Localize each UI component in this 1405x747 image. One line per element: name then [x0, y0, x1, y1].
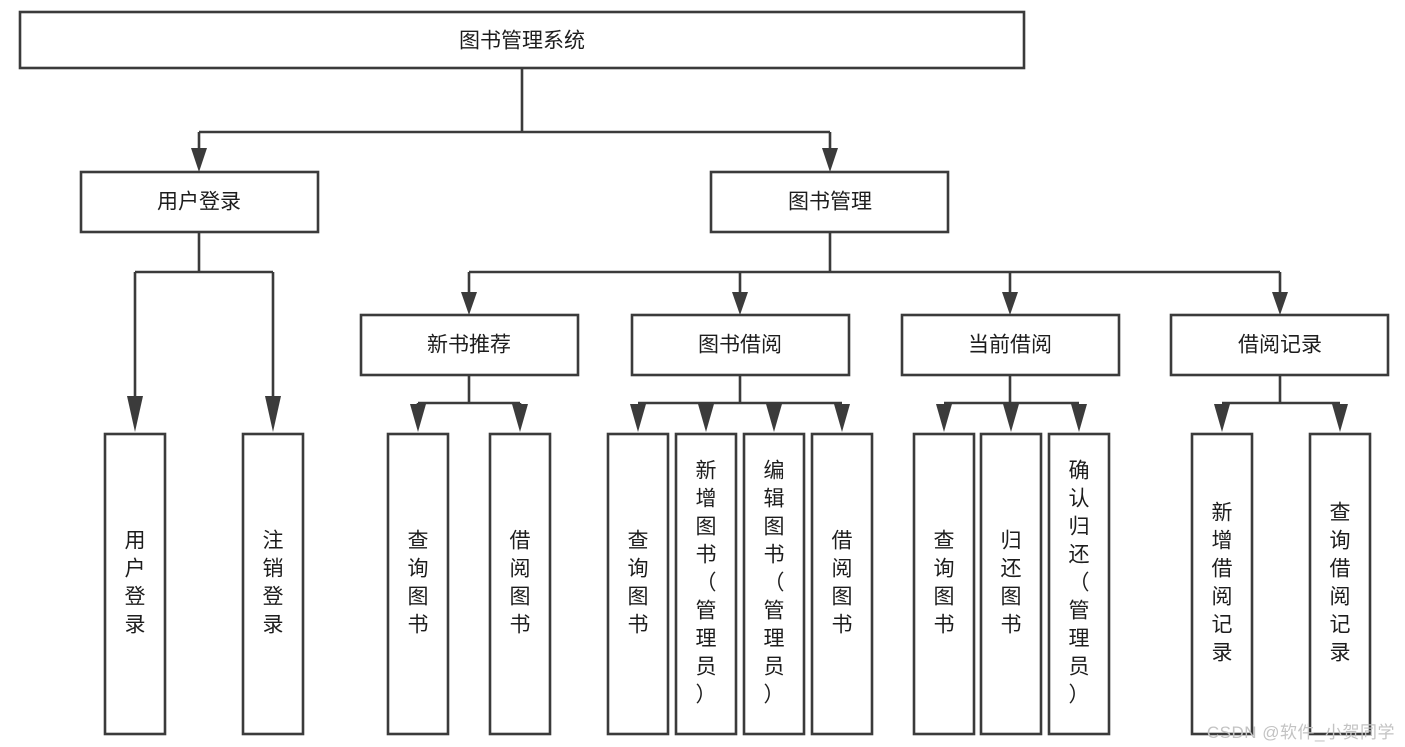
arrow-head-leaf-confirm-return-admin — [1071, 404, 1087, 432]
node-leaf-add-book-admin-label: 新增图书（管理员） — [696, 460, 717, 707]
connector-group-book-management-to-level3 — [461, 232, 1288, 315]
connector-group-borrow-record-to-leaves — [1214, 375, 1348, 432]
node-new-book-recommend-box[interactable] — [359, 313, 580, 377]
node-leaf-confirm-return-admin[interactable]: 确认归还（管理员） — [1047, 432, 1111, 736]
node-user-login-label: 用户登录 — [157, 191, 241, 214]
node-leaf-add-book-admin-box[interactable] — [674, 432, 738, 736]
connector-group-user-login-to-leaves — [127, 232, 281, 432]
node-new-book-recommend[interactable]: 新书推荐 — [359, 313, 580, 377]
node-leaf-borrow-book-1-box[interactable] — [488, 432, 552, 736]
node-leaf-confirm-return-admin-label: 确认归还（管理员） — [1069, 460, 1090, 707]
node-leaf-borrow-book-2-label: 借阅图书 — [832, 530, 853, 637]
node-leaf-logout-login[interactable]: 注销登录 — [241, 432, 305, 736]
node-leaf-query-book-1-box[interactable] — [386, 432, 450, 736]
node-current-borrow-box[interactable] — [900, 313, 1121, 377]
node-leaf-user-login[interactable]: 用户登录 — [103, 432, 167, 736]
node-leaf-query-book-3-box[interactable] — [912, 432, 976, 736]
connector-group-new-book-recommend-to-leaves — [410, 375, 528, 432]
node-root[interactable]: 图书管理系统 — [18, 10, 1026, 70]
node-leaf-return-book-box[interactable] — [979, 432, 1043, 736]
node-leaf-confirm-return-admin-box[interactable] — [1047, 432, 1111, 736]
connector-group-current-borrow-to-leaves — [936, 375, 1087, 432]
arrow-head-leaf-add-book-admin — [698, 404, 714, 432]
arrow-head-book-borrow — [732, 292, 748, 315]
arrow-head-book-management — [822, 148, 838, 172]
arrow-head-leaf-logout-login — [265, 396, 281, 432]
node-leaf-return-book-label: 归还图书 — [1001, 530, 1022, 637]
node-borrow-record-label: 借阅记录 — [1238, 334, 1322, 357]
node-leaf-return-book[interactable]: 归还图书 — [979, 432, 1043, 736]
node-leaf-query-book-1[interactable]: 查询图书 — [386, 432, 450, 736]
node-leaf-query-book-2-box[interactable] — [606, 432, 670, 736]
node-leaf-logout-login-box[interactable] — [241, 432, 305, 736]
node-leaf-add-borrow-record-label: 新增借阅记录 — [1212, 502, 1233, 665]
node-leaf-edit-book-admin-label: 编辑图书（管理员） — [764, 460, 785, 707]
node-book-borrow-label: 图书借阅 — [698, 334, 782, 357]
node-leaf-query-book-3-label: 查询图书 — [934, 530, 955, 637]
arrow-head-current-borrow — [1002, 292, 1018, 315]
node-leaf-borrow-book-1-label: 借阅图书 — [510, 530, 531, 637]
arrow-head-leaf-borrow-book-1 — [512, 404, 528, 432]
node-user-login[interactable]: 用户登录 — [79, 170, 320, 234]
node-leaf-user-login-label: 用户登录 — [125, 530, 146, 637]
arrow-head-leaf-borrow-book-2 — [834, 404, 850, 432]
node-leaf-query-borrow-record-label: 查询借阅记录 — [1330, 502, 1351, 665]
connector-group-root-to-level2 — [191, 68, 838, 172]
arrow-head-leaf-user-login — [127, 396, 143, 432]
node-leaf-add-borrow-record[interactable]: 新增借阅记录 — [1190, 432, 1254, 736]
node-leaf-query-borrow-record[interactable]: 查询借阅记录 — [1308, 432, 1372, 736]
node-leaf-edit-book-admin[interactable]: 编辑图书（管理员） — [742, 432, 806, 736]
node-leaf-query-book-2-label: 查询图书 — [628, 530, 649, 637]
node-root-label: 图书管理系统 — [459, 30, 585, 53]
node-leaf-query-borrow-record-box[interactable] — [1308, 432, 1372, 736]
node-leaf-user-login-box[interactable] — [103, 432, 167, 736]
arrow-head-leaf-query-book-1 — [410, 404, 426, 432]
node-leaf-borrow-book-2-box[interactable] — [810, 432, 874, 736]
arrow-head-leaf-add-borrow-record — [1214, 404, 1230, 432]
node-leaf-borrow-book-1[interactable]: 借阅图书 — [488, 432, 552, 736]
node-book-management-box[interactable] — [709, 170, 950, 234]
node-leaf-add-book-admin[interactable]: 新增图书（管理员） — [674, 432, 738, 736]
arrow-head-leaf-query-book-2 — [630, 404, 646, 432]
node-current-borrow[interactable]: 当前借阅 — [900, 313, 1121, 377]
node-new-book-recommend-label: 新书推荐 — [427, 334, 511, 357]
connector-group-book-borrow-to-leaves — [630, 375, 850, 432]
arrow-head-leaf-query-book-3 — [936, 404, 952, 432]
node-leaf-borrow-book-2[interactable]: 借阅图书 — [810, 432, 874, 736]
arrow-head-user-login — [191, 148, 207, 172]
node-leaf-add-borrow-record-box[interactable] — [1190, 432, 1254, 736]
arrow-head-leaf-edit-book-admin — [766, 404, 782, 432]
arrow-head-leaf-return-book — [1003, 404, 1019, 432]
arrow-head-new-book-recommend — [461, 292, 477, 315]
arrow-head-leaf-query-borrow-record — [1332, 404, 1348, 432]
node-book-borrow-box[interactable] — [630, 313, 851, 377]
node-root-box[interactable] — [18, 10, 1026, 70]
node-borrow-record[interactable]: 借阅记录 — [1169, 313, 1390, 377]
node-book-management-label: 图书管理 — [788, 191, 872, 214]
node-borrow-record-box[interactable] — [1169, 313, 1390, 377]
node-current-borrow-label: 当前借阅 — [968, 334, 1052, 357]
node-leaf-query-book-2[interactable]: 查询图书 — [606, 432, 670, 736]
node-user-login-box[interactable] — [79, 170, 320, 234]
node-leaf-edit-book-admin-box[interactable] — [742, 432, 806, 736]
node-book-management[interactable]: 图书管理 — [709, 170, 950, 234]
node-leaf-query-book-1-label: 查询图书 — [408, 530, 429, 637]
node-book-borrow[interactable]: 图书借阅 — [630, 313, 851, 377]
node-leaf-logout-login-label: 注销登录 — [263, 530, 284, 637]
node-leaf-query-book-3[interactable]: 查询图书 — [912, 432, 976, 736]
arrow-head-borrow-record — [1272, 292, 1288, 315]
